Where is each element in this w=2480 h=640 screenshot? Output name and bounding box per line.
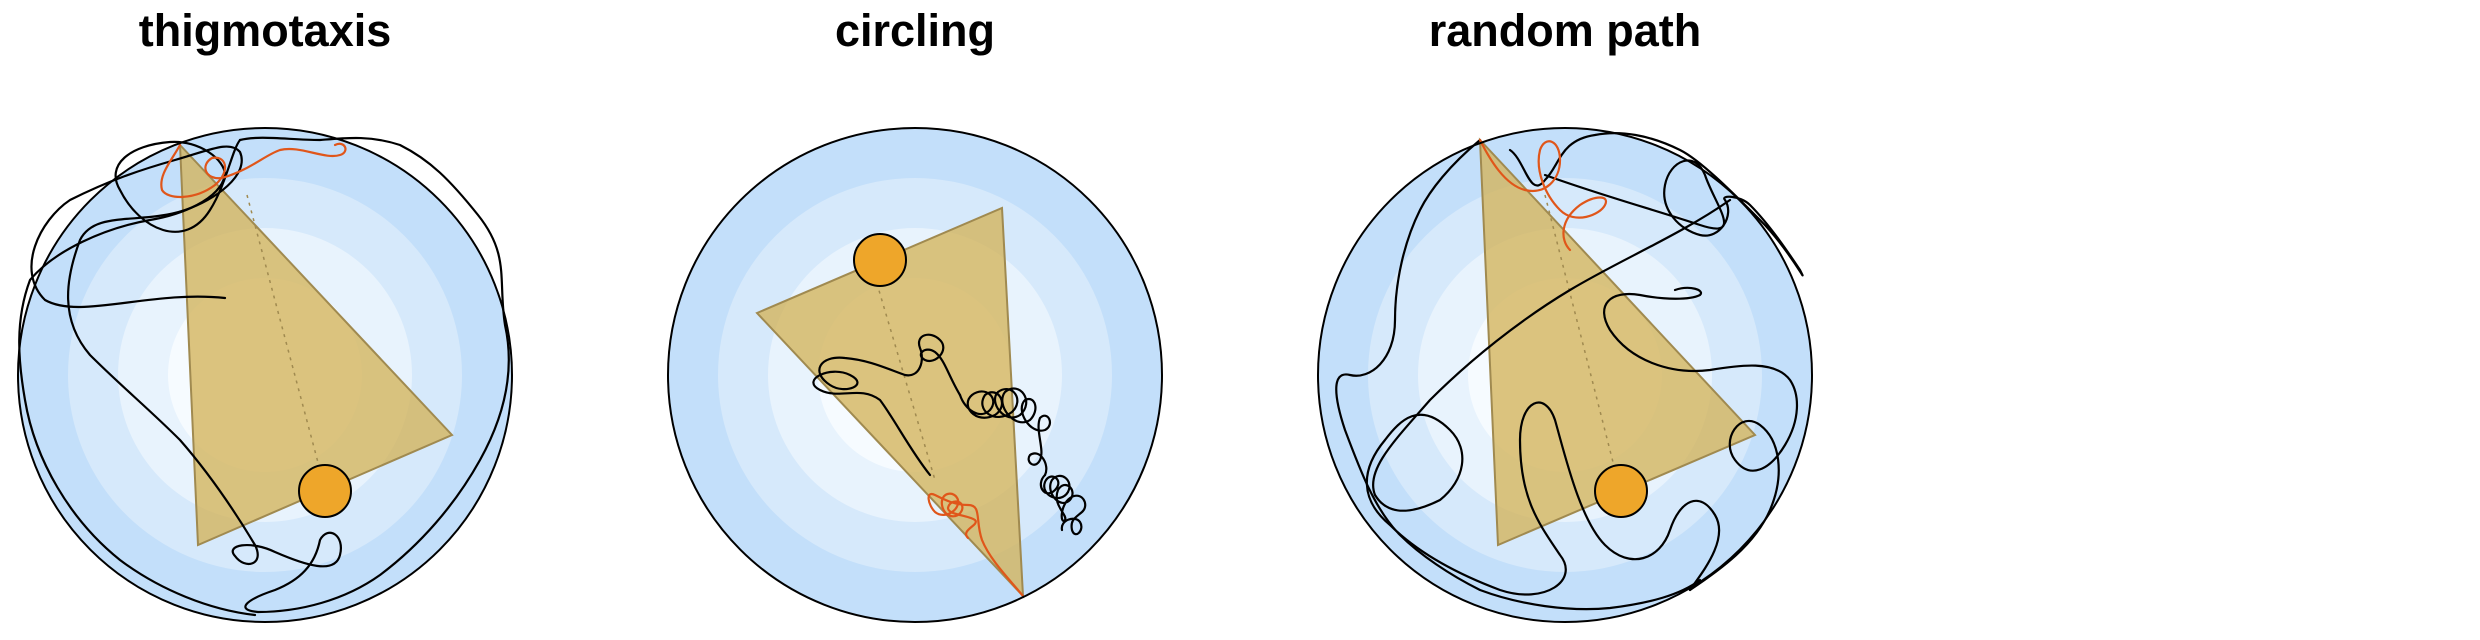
swim-path	[1335, 138, 1702, 611]
swim-path	[958, 387, 1052, 477]
triangle-guide-line	[869, 259, 936, 481]
panel-thigmotaxis	[17, 127, 513, 623]
swim-path	[1039, 473, 1087, 536]
swim-path	[1365, 198, 1732, 596]
panel-random-path	[1317, 127, 1813, 623]
target-dot	[298, 464, 352, 518]
panel-title-random-path: random path	[1428, 5, 1702, 56]
target-dot	[1594, 464, 1648, 518]
swim-path	[30, 136, 510, 614]
panel-title-thigmotaxis: thigmotaxis	[138, 5, 392, 56]
swim-path-start	[160, 142, 347, 198]
arena-outline	[667, 127, 1163, 623]
arena-outline	[17, 127, 513, 623]
swim-path	[18, 138, 257, 617]
target-dot	[853, 233, 907, 287]
swim-path	[1508, 132, 1804, 277]
arena-outline	[1317, 127, 1813, 623]
swim-path	[1603, 286, 1799, 592]
swim-path-start	[927, 492, 1025, 598]
panel-circling	[667, 127, 1163, 623]
swim-path-start	[1478, 138, 1608, 252]
swim-path	[812, 333, 962, 477]
panel-title-circling: circling	[834, 5, 996, 56]
